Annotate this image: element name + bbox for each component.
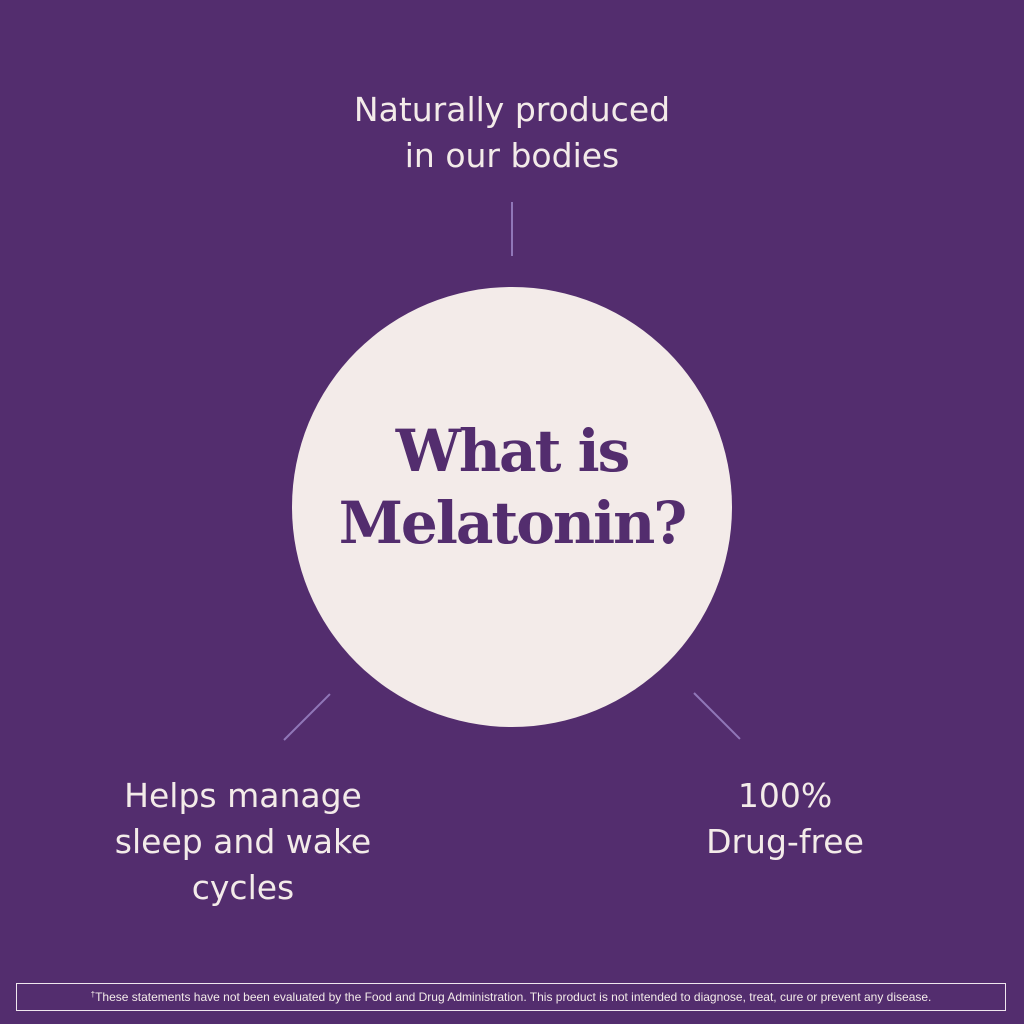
fact-naturally-produced: Naturally produced in our bodies [262,87,762,179]
fact-line: cycles [191,868,295,907]
hero-title-line: What is [395,417,631,485]
fact-line: Helps manage [124,776,362,815]
hero-circle [292,287,732,727]
fact-line: 100% [737,776,833,815]
connector-line-right [693,692,741,740]
fact-sleep-wake-cycles: Helps manage sleep and wake cycles [43,773,443,911]
fact-line: sleep and wake [114,822,372,861]
disclaimer-marker: † [90,990,96,999]
disclaimer-text: These statements have not been evaluated… [95,990,932,1004]
fda-disclaimer: †These statements have not been evaluate… [16,983,1006,1011]
fact-line: in our bodies [404,136,620,175]
connector-line-left [283,693,331,741]
fact-line: Naturally produced [353,90,671,129]
hero-title-line: Melatonin? [338,489,688,557]
connector-line-top [511,202,513,256]
fact-drug-free: 100% Drug-free [635,773,935,865]
hero-title: What is Melatonin? [292,415,732,559]
fact-line: Drug-free [706,822,864,861]
